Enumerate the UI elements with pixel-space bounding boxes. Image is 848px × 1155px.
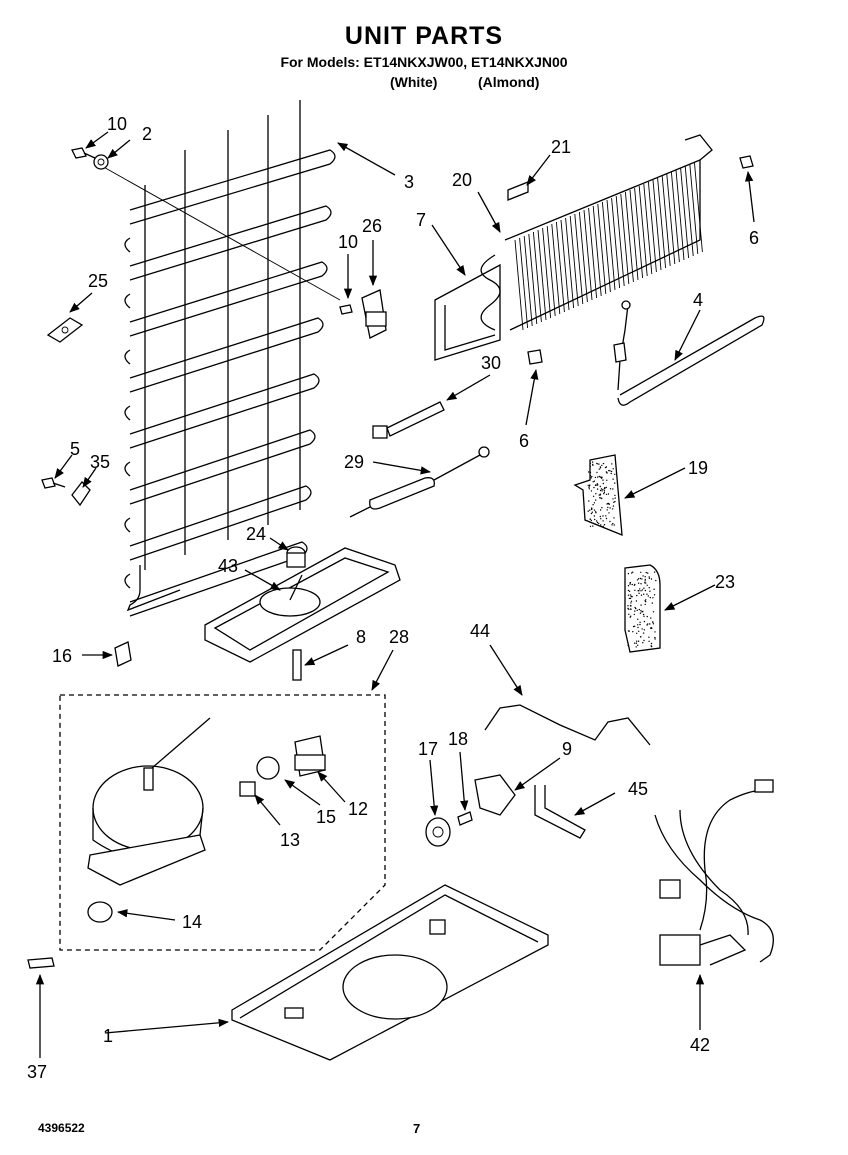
callout-20: 20 [452,170,472,190]
callout-12: 12 [348,799,368,819]
callout-5: 5 [70,439,80,459]
callout-37: 37 [27,1062,47,1082]
page-number: 7 [413,1121,421,1136]
thermistor [372,401,445,439]
callout-4: 4 [693,290,703,310]
screw-lower [527,349,543,365]
variant-almond: (Almond) [478,74,540,90]
callout-9: 9 [562,739,572,759]
compressor-kit-outline [59,694,386,951]
compressor-electrical [239,735,326,797]
callout-7: 7 [416,210,426,230]
evaporator [434,134,713,361]
page-title: UNIT PARTS [344,22,504,50]
callout-3: 3 [404,172,414,192]
callout-21: 21 [551,137,571,157]
screw-right [739,155,754,169]
callout-2: 2 [142,124,152,144]
screw-and-clip [41,477,91,507]
callout-8: 8 [356,627,366,647]
callout-19: 19 [688,458,708,478]
condenser-coil [99,100,341,617]
callout-17: 17 [418,739,438,759]
screw-and-washer [71,147,109,170]
defrost-heater [613,300,765,406]
callout-18: 18 [448,729,468,749]
callout-6a: 6 [749,228,759,248]
leader-lines [35,131,755,1058]
bracket [46,317,84,343]
compressor [87,765,206,923]
retainer [27,957,55,969]
callout-25: 25 [88,271,108,291]
foam-block-upper [573,454,623,537]
callout-15: 15 [316,807,336,827]
callout-42: 42 [690,1035,710,1055]
callout-45: 45 [628,779,648,799]
callout-1: 1 [103,1026,113,1046]
callout-14: 14 [182,912,202,932]
suction-tube [484,704,651,746]
model-list: For Models: ET14NKXJW00, ET14NKXJN00 [280,54,568,70]
relay-bracket [339,289,387,339]
callout-30: 30 [481,353,501,373]
filter-drier [349,446,490,518]
callout-26: 26 [362,216,382,236]
callout-labels: 10 2 3 25 10 26 7 20 21 6 4 30 6 29 19 5… [27,114,759,1082]
callout-35: 35 [90,452,110,472]
document-number: 4396522 [38,1121,85,1135]
clip [114,641,132,667]
callout-28: 28 [389,627,409,647]
callout-23: 23 [715,572,735,592]
callout-44: 44 [470,621,490,641]
base-pan [231,884,549,1061]
variant-white: (White) [390,74,438,90]
wiring-harness [654,779,774,966]
callout-16: 16 [52,646,72,666]
grommet-and-tube-parts [425,774,586,847]
callout-10b: 10 [338,232,358,252]
callout-29: 29 [344,452,364,472]
callout-43: 43 [218,556,238,576]
callout-13: 13 [280,830,300,850]
callout-10a: 10 [107,114,127,134]
callout-6b: 6 [519,431,529,451]
callout-24: 24 [246,524,266,544]
drain-pan [204,546,401,681]
foam-block-lower [624,564,661,653]
